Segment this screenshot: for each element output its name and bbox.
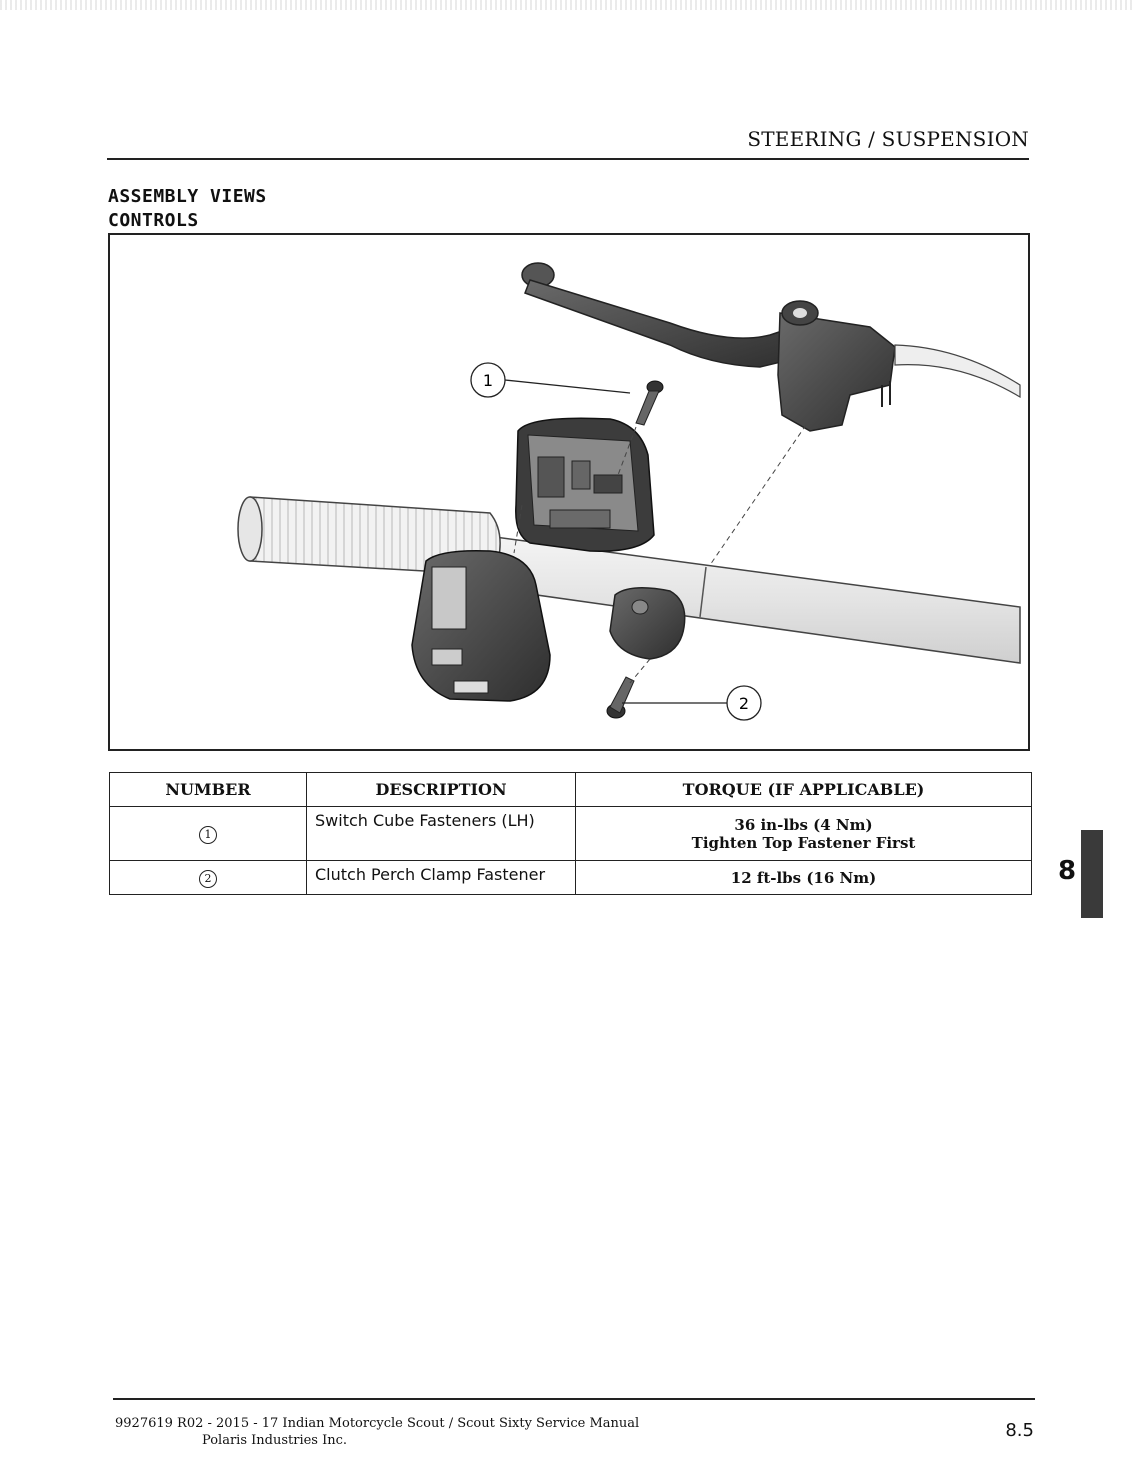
footer-publisher: Polaris Industries Inc. bbox=[202, 1433, 348, 1448]
table-row: 1 Switch Cube Fasteners (LH) 36 in-lbs (… bbox=[109, 806, 1032, 861]
circled-number: 2 bbox=[199, 870, 217, 888]
heading-assembly-views: ASSEMBLY VIEWS bbox=[108, 186, 267, 207]
table-header-row: NUMBER DESCRIPTION TORQUE (IF APPLICABLE… bbox=[109, 772, 1032, 807]
torque-value: 12 ft-lbs (16 Nm) bbox=[730, 868, 877, 887]
callout-2-label: 2 bbox=[739, 694, 749, 713]
clamp-fastener bbox=[606, 676, 635, 719]
row-description-cell: Clutch Perch Clamp Fastener bbox=[306, 860, 576, 895]
footer-rule bbox=[113, 1398, 1035, 1400]
callout-2: 2 bbox=[622, 685, 762, 721]
handlebar bbox=[479, 534, 1021, 664]
switch-cube-lower bbox=[411, 549, 551, 702]
torque-note: Tighten Top Fastener First bbox=[691, 833, 916, 852]
clutch-lever bbox=[521, 262, 811, 368]
row-number-cell: 1 bbox=[109, 806, 307, 861]
page-number: 8.5 bbox=[1005, 1420, 1034, 1441]
torque-spec-table: NUMBER DESCRIPTION TORQUE (IF APPLICABLE… bbox=[109, 772, 1032, 895]
table-row: 2 Clutch Perch Clamp Fastener 12 ft-lbs … bbox=[109, 860, 1032, 895]
section-title: STEERING / SUSPENSION bbox=[747, 127, 1029, 151]
footer-manual-title: 9927619 R02 - 2015 - 17 Indian Motorcycl… bbox=[115, 1416, 640, 1431]
page-edge-scan bbox=[0, 0, 1132, 10]
controls-exploded-view: 1 2 bbox=[237, 262, 1021, 721]
row-torque-cell: 12 ft-lbs (16 Nm) bbox=[575, 860, 1032, 895]
column-header-number: NUMBER bbox=[109, 772, 307, 807]
torque-value: 36 in-lbs (4 Nm) bbox=[734, 815, 873, 834]
row-number-cell: 2 bbox=[109, 860, 307, 895]
assembly-guide-lines bbox=[513, 424, 807, 684]
row-description-cell: Switch Cube Fasteners (LH) bbox=[306, 806, 576, 861]
callout-1-label: 1 bbox=[483, 371, 493, 390]
column-header-torque: TORQUE (IF APPLICABLE) bbox=[575, 772, 1032, 807]
circled-number: 1 bbox=[199, 826, 217, 844]
perch-clamp bbox=[609, 587, 686, 660]
column-header-description: DESCRIPTION bbox=[306, 772, 576, 807]
switch-cube-fastener bbox=[635, 380, 664, 426]
clutch-perch bbox=[777, 300, 1021, 432]
header-rule bbox=[107, 158, 1029, 160]
callout-1: 1 bbox=[470, 362, 631, 398]
chapter-number: 8 bbox=[1058, 856, 1077, 886]
chapter-tab bbox=[1081, 830, 1103, 918]
row-torque-cell: 36 in-lbs (4 Nm) Tighten Top Fastener Fi… bbox=[575, 806, 1032, 861]
switch-cube-upper bbox=[515, 417, 655, 552]
assembly-figure: 1 2 bbox=[108, 233, 1030, 751]
heading-controls: CONTROLS bbox=[108, 210, 199, 231]
